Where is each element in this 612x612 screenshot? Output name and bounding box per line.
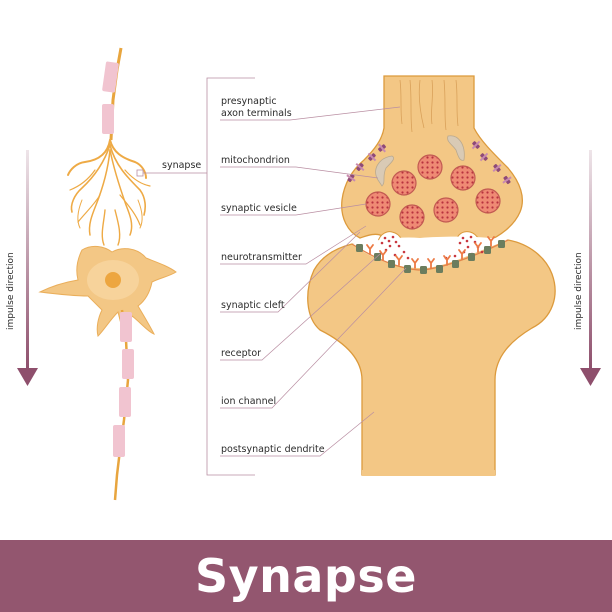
myelin-sheath xyxy=(102,61,119,93)
synaptic-vesicle xyxy=(433,197,459,223)
right-impulse-arrow xyxy=(580,150,601,386)
postsynaptic-dendrite xyxy=(307,236,556,476)
label-line: presynaptic xyxy=(221,96,277,107)
synaptic-vesicle xyxy=(391,170,417,196)
myelin-sheath xyxy=(120,312,132,342)
mitochondrion xyxy=(375,155,394,187)
myelin-sheath xyxy=(122,349,134,379)
myelin-sheath xyxy=(119,387,131,417)
label-line: axon terminals xyxy=(221,108,292,119)
receptor-group xyxy=(366,236,495,269)
nucleus xyxy=(105,272,121,288)
myelin-sheath xyxy=(102,104,114,134)
left-arrow-label: impulse direction xyxy=(6,252,16,330)
label-bracket xyxy=(206,77,255,476)
label-synapse-callout: synapse xyxy=(162,160,202,171)
synaptic-vesicle xyxy=(365,191,391,217)
presynaptic-terminal xyxy=(341,75,523,251)
leader-lines xyxy=(220,106,407,457)
label-ion-channel: ion channel xyxy=(221,396,277,407)
label-synaptic-vesicle: synaptic vesicle xyxy=(221,203,297,214)
label-presynaptic-axon-terminals: presynaptic axon terminals xyxy=(221,96,292,120)
label-neurotransmitter: neurotransmitter xyxy=(221,252,302,263)
title-banner: Synapse xyxy=(0,540,612,612)
myelin-sheath xyxy=(113,425,125,457)
synaptic-vesicle xyxy=(417,154,443,180)
label-receptor: receptor xyxy=(221,348,262,359)
label-synaptic-cleft: synaptic cleft xyxy=(221,300,285,311)
left-impulse-arrow xyxy=(17,150,38,386)
diagram-canvas xyxy=(17,47,601,501)
page-title: Synapse xyxy=(195,549,417,603)
label-postsynaptic-dendrite: postsynaptic dendrite xyxy=(221,444,325,455)
vesicle-group xyxy=(365,154,501,230)
right-arrow-label: impulse direction xyxy=(574,252,584,330)
synaptic-vesicle xyxy=(475,188,501,214)
mitochondrion xyxy=(447,135,465,161)
synaptic-vesicle xyxy=(399,204,425,230)
label-mitochondrion: mitochondrion xyxy=(221,155,290,166)
synaptic-vesicle xyxy=(450,165,476,191)
synapse-marker xyxy=(136,169,144,177)
neuron-illustration xyxy=(38,47,207,501)
ion-channel-group xyxy=(356,240,505,274)
